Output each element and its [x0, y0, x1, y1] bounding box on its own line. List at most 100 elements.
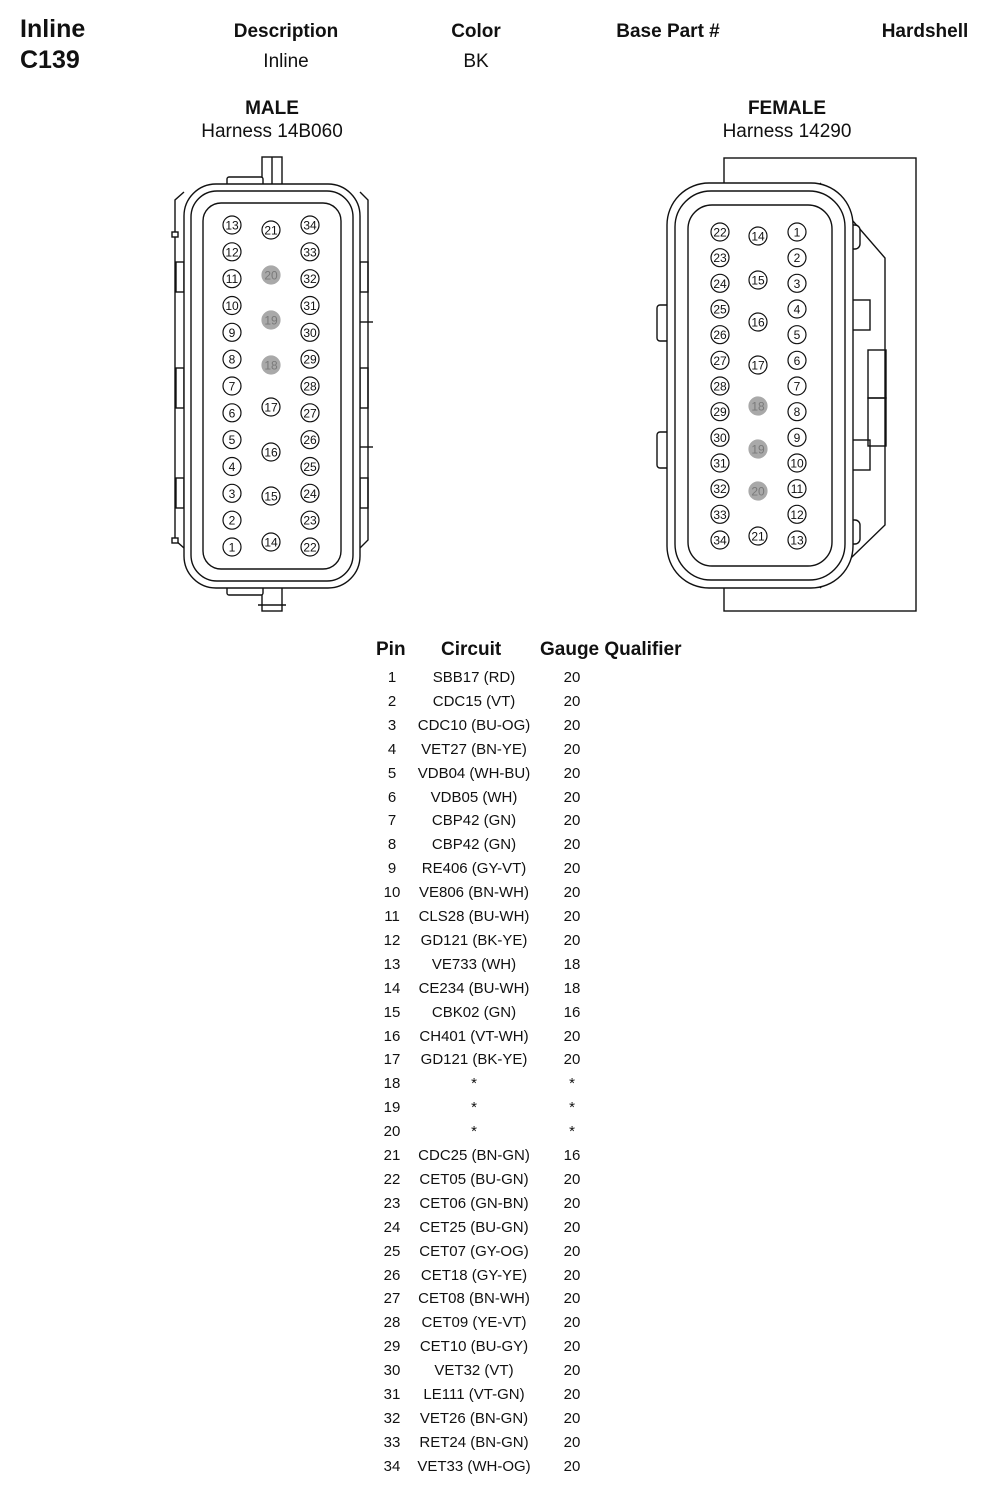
gauge-column-header: Gauge Qualifier — [540, 639, 682, 660]
circuit-column-header: Circuit — [441, 639, 502, 660]
male-harness: Harness 14B060 — [201, 121, 343, 142]
female-pin-label-21: 21 — [751, 530, 765, 544]
female-pin-label-20: 20 — [751, 485, 765, 499]
female-pin-3 — [787, 273, 807, 293]
female-pin-1 — [787, 222, 807, 242]
female-pin-label-16: 16 — [751, 316, 765, 330]
table-cell-circuit: VDB04 (WH-BU) — [417, 764, 531, 782]
male-pin-9 — [222, 322, 242, 342]
table-cell-gauge: 16 — [563, 1003, 581, 1021]
male-pin-label-15: 15 — [264, 490, 278, 504]
female-pin-26 — [710, 325, 730, 345]
table-cell-circuit: CET08 (BN-WH) — [418, 1290, 530, 1308]
female-pin-18 — [748, 396, 768, 416]
table-cell-pin: 20 — [383, 1123, 401, 1141]
female-pin-label-3: 3 — [794, 277, 801, 291]
table-cell-circuit: CET25 (BU-GN) — [419, 1218, 529, 1236]
connector-name: Inline C139 — [20, 14, 85, 76]
female-pin-label-5: 5 — [794, 328, 801, 342]
table-cell-gauge: 20 — [563, 1457, 581, 1475]
female-pin-label-10: 10 — [790, 457, 804, 471]
male-pin-label-25: 25 — [303, 460, 317, 474]
table-cell-gauge: 20 — [563, 692, 581, 710]
table-cell-pin: 22 — [383, 1170, 401, 1188]
female-pin-21 — [748, 526, 768, 546]
female-pin-22 — [710, 222, 730, 242]
base-part-label: Base Part # — [616, 21, 720, 42]
table-cell-circuit: SBB17 (RD) — [432, 669, 516, 686]
female-pin-27 — [710, 350, 730, 370]
male-pin-label-17: 17 — [264, 401, 278, 415]
female-pin-label-24: 24 — [713, 277, 727, 291]
female-pin-23 — [710, 248, 730, 268]
male-pin-30 — [300, 322, 320, 342]
table-cell-pin: 26 — [383, 1266, 401, 1284]
female-pin-16 — [748, 312, 768, 332]
female-pin-24 — [710, 273, 730, 293]
table-cell-pin: 15 — [383, 1003, 401, 1021]
table-cell-pin: 12 — [383, 931, 401, 949]
male-pin-label-5: 5 — [229, 433, 236, 447]
table-cell-circuit: CBP42 (GN) — [431, 812, 517, 830]
female-pin-14 — [748, 226, 768, 246]
table-cell-gauge: 20 — [563, 1242, 581, 1260]
table-cell-pin: 11 — [384, 908, 400, 925]
male-connector-diagram: 1312111098765432121201918171615143433323… — [171, 156, 373, 612]
table-cell-pin: 14 — [383, 979, 401, 997]
table-cell-pin: 19 — [383, 1099, 401, 1117]
table-cell-pin: 1 — [387, 669, 397, 686]
table-cell-circuit: CE234 (BU-WH) — [418, 979, 530, 997]
male-pin-grid: 1312111098765432121201918171615143433323… — [222, 215, 320, 557]
female-pin-label-23: 23 — [713, 251, 727, 265]
table-cell-gauge: 20 — [563, 812, 581, 830]
female-pin-label-15: 15 — [751, 274, 765, 288]
female-pin-8 — [787, 402, 807, 422]
table-cell-pin: 27 — [383, 1290, 401, 1308]
female-pin-label-11: 11 — [791, 482, 804, 496]
male-pin-label-9: 9 — [229, 326, 236, 340]
pin-column-header: Pin — [376, 639, 406, 660]
table-cell-circuit: CBP42 (GN) — [431, 836, 517, 854]
table-cell-pin: 17 — [383, 1051, 401, 1069]
male-pin-19 — [261, 310, 281, 330]
male-pin-label-21: 21 — [264, 224, 278, 238]
female-pin-grid: 2223242526272829303132333414151617181920… — [710, 222, 807, 550]
male-pin-label-32: 32 — [303, 272, 317, 286]
female-pin-28 — [710, 376, 730, 396]
table-cell-circuit: CET18 (GY-YE) — [420, 1266, 528, 1284]
female-pin-11 — [787, 479, 807, 499]
female-pin-15 — [748, 270, 768, 290]
male-pin-21 — [261, 220, 281, 240]
female-connector-diagram: 2223242526272829303132333414151617181920… — [656, 157, 917, 612]
table-cell-gauge: 20 — [563, 1218, 581, 1236]
male-pin-label-24: 24 — [303, 487, 317, 501]
male-pin-22 — [300, 537, 320, 557]
male-pin-3 — [222, 483, 242, 503]
table-cell-gauge: 20 — [563, 931, 581, 949]
table-cell-gauge: 16 — [563, 1147, 581, 1164]
female-pin-32 — [710, 479, 730, 499]
male-pin-34 — [300, 215, 320, 235]
male-pin-label-26: 26 — [303, 433, 317, 447]
female-pin-label-7: 7 — [794, 380, 801, 394]
female-pin-6 — [787, 350, 807, 370]
table-cell-circuit: VET32 (VT) — [434, 1362, 514, 1380]
table-cell-pin: 24 — [383, 1218, 401, 1236]
table-cell-gauge: 20 — [563, 908, 581, 925]
table-cell-gauge: 20 — [563, 1290, 581, 1308]
table-cell-gauge: 20 — [563, 860, 581, 878]
table-cell-gauge: 18 — [563, 955, 581, 973]
table-cell-gauge: 20 — [563, 669, 581, 686]
male-pin-18 — [261, 355, 281, 375]
female-pin-label-1: 1 — [794, 226, 801, 240]
table-cell-circuit: * — [471, 1075, 477, 1093]
